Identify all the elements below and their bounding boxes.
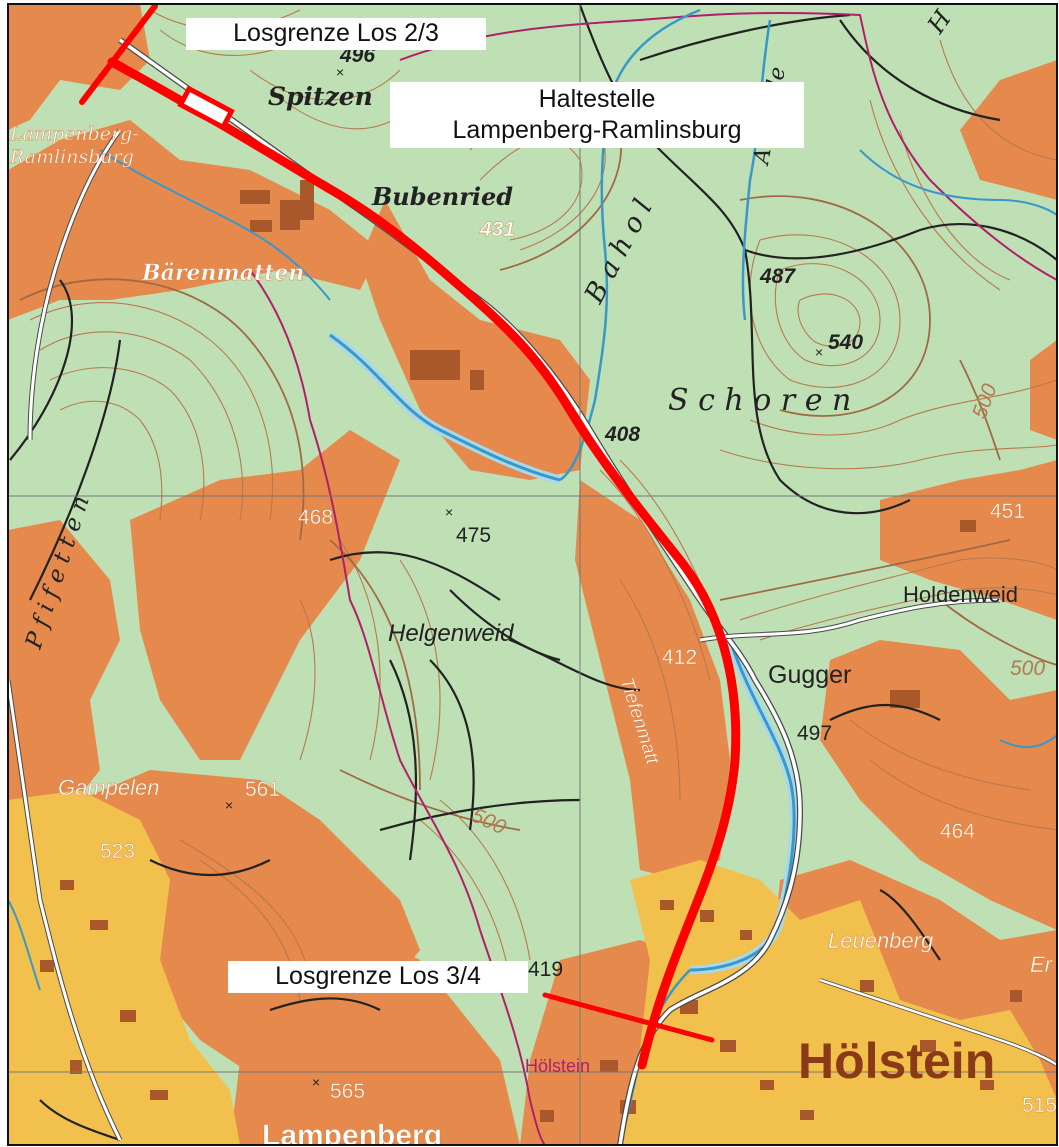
streams <box>8 8 1057 1145</box>
height-451: 451 <box>990 500 1025 523</box>
label-helgenweid: Helgenweid <box>388 620 514 647</box>
sans-labels: Helgenweid Holdenweid Gugger Gampelen Le… <box>58 582 1054 1147</box>
height-487: 487 <box>759 265 796 288</box>
label-spitzen: Spitzen <box>268 82 373 111</box>
svg-text:×: × <box>225 797 233 813</box>
los34-boundary-mark <box>542 992 715 1043</box>
height-475: 475 <box>456 524 491 547</box>
los23-boundary-mark <box>79 4 158 105</box>
municipal-boundary-south <box>249 269 546 1145</box>
contour-label-500-b: 500 <box>1010 657 1045 680</box>
label-schoren: S c h o r e n <box>668 383 851 418</box>
height-464: 464 <box>940 820 975 843</box>
los34-boundary-label: Losgrenze Los 3/4 <box>228 961 528 993</box>
label-er: Er <box>1030 952 1054 977</box>
label-bubenried: Bubenried <box>371 182 513 211</box>
height-431: 431 <box>479 218 515 241</box>
los34-text: Losgrenze Los 3/4 <box>275 962 481 990</box>
height-408: 408 <box>604 423 640 446</box>
height-412: 412 <box>662 646 697 669</box>
height-497: 497 <box>797 722 832 745</box>
route-line <box>107 57 741 1070</box>
label-holdenweid: Holdenweid <box>903 582 1018 607</box>
label-lampenberg-ramlinsburg-2: Ramlinsburg <box>9 146 134 168</box>
height-540: 540 <box>828 331 863 354</box>
height-561: 561 <box>245 778 280 801</box>
station-label-line2: Lampenberg-Ramlinsburg <box>452 116 742 144</box>
rail-route <box>79 4 741 1070</box>
height-515: 515 <box>1022 1094 1057 1117</box>
label-hoelstein-big: Hölstein <box>798 1033 995 1089</box>
map-border <box>7 3 1058 1146</box>
label-baerenmatten: Bärenmatten <box>141 260 304 286</box>
label-hoelstein-station: Hölstein <box>525 1056 590 1076</box>
label-lampenberg-ramlinsburg-1: Lampenberg- <box>9 123 139 145</box>
height-419: 419 <box>528 958 563 981</box>
svg-text:×: × <box>445 504 453 520</box>
contour-index-lines <box>19 88 1057 831</box>
municipal-boundary <box>399 11 1057 281</box>
svg-text:×: × <box>312 1074 320 1090</box>
settlement-areas <box>8 790 1057 1145</box>
station-label: Haltestelle Lampenberg-Ramlinsburg <box>390 82 804 148</box>
label-gugger: Gugger <box>768 661 851 689</box>
spot-height-labels: 496 431 487 540 408 468 475 451 412 497 … <box>100 44 1057 1117</box>
height-523: 523 <box>100 840 135 863</box>
trails <box>9 4 1057 1142</box>
los23-boundary-label: Losgrenze Los 2/3 <box>186 18 486 50</box>
station-label-line1: Haltestelle <box>538 85 656 113</box>
svg-text:×: × <box>815 344 823 360</box>
svg-text:×: × <box>336 64 344 80</box>
spot-height-markers: × × × × × <box>225 64 823 1090</box>
height-468: 468 <box>298 506 333 529</box>
label-leuenberg: Leuenberg <box>828 928 934 953</box>
height-565: 565 <box>330 1080 365 1103</box>
label-gampelen: Gampelen <box>58 775 160 800</box>
coordinate-grid <box>8 4 1057 1145</box>
los23-text: Losgrenze Los 2/3 <box>233 19 439 47</box>
station-marker <box>177 85 235 131</box>
label-lampenberg: Lampenberg <box>262 1119 442 1147</box>
